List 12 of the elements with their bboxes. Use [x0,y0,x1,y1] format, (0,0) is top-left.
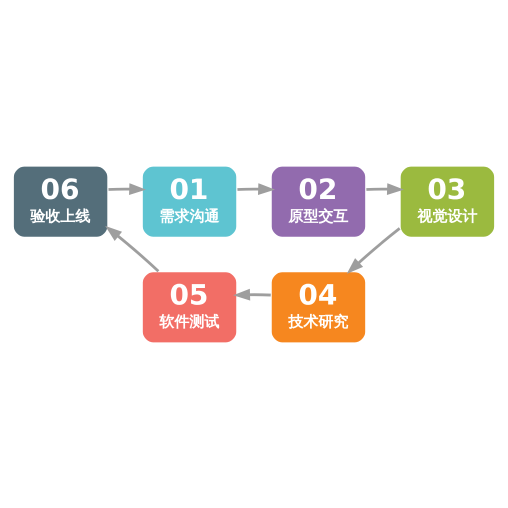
arrow [346,226,401,274]
node-box: 06 验收上线 [12,164,110,238]
arrow [366,182,404,194]
arrow [233,288,271,300]
node-box: 02 原型交互 [270,164,368,238]
arrow [108,182,146,194]
node-box: 01 需求沟通 [140,164,238,238]
arrow [105,225,160,272]
node-box: 04 技术研究 [270,270,368,344]
node-box: 05 软件测试 [140,270,238,344]
arrow [237,182,276,194]
node-box: 03 视觉设计 [398,164,496,238]
